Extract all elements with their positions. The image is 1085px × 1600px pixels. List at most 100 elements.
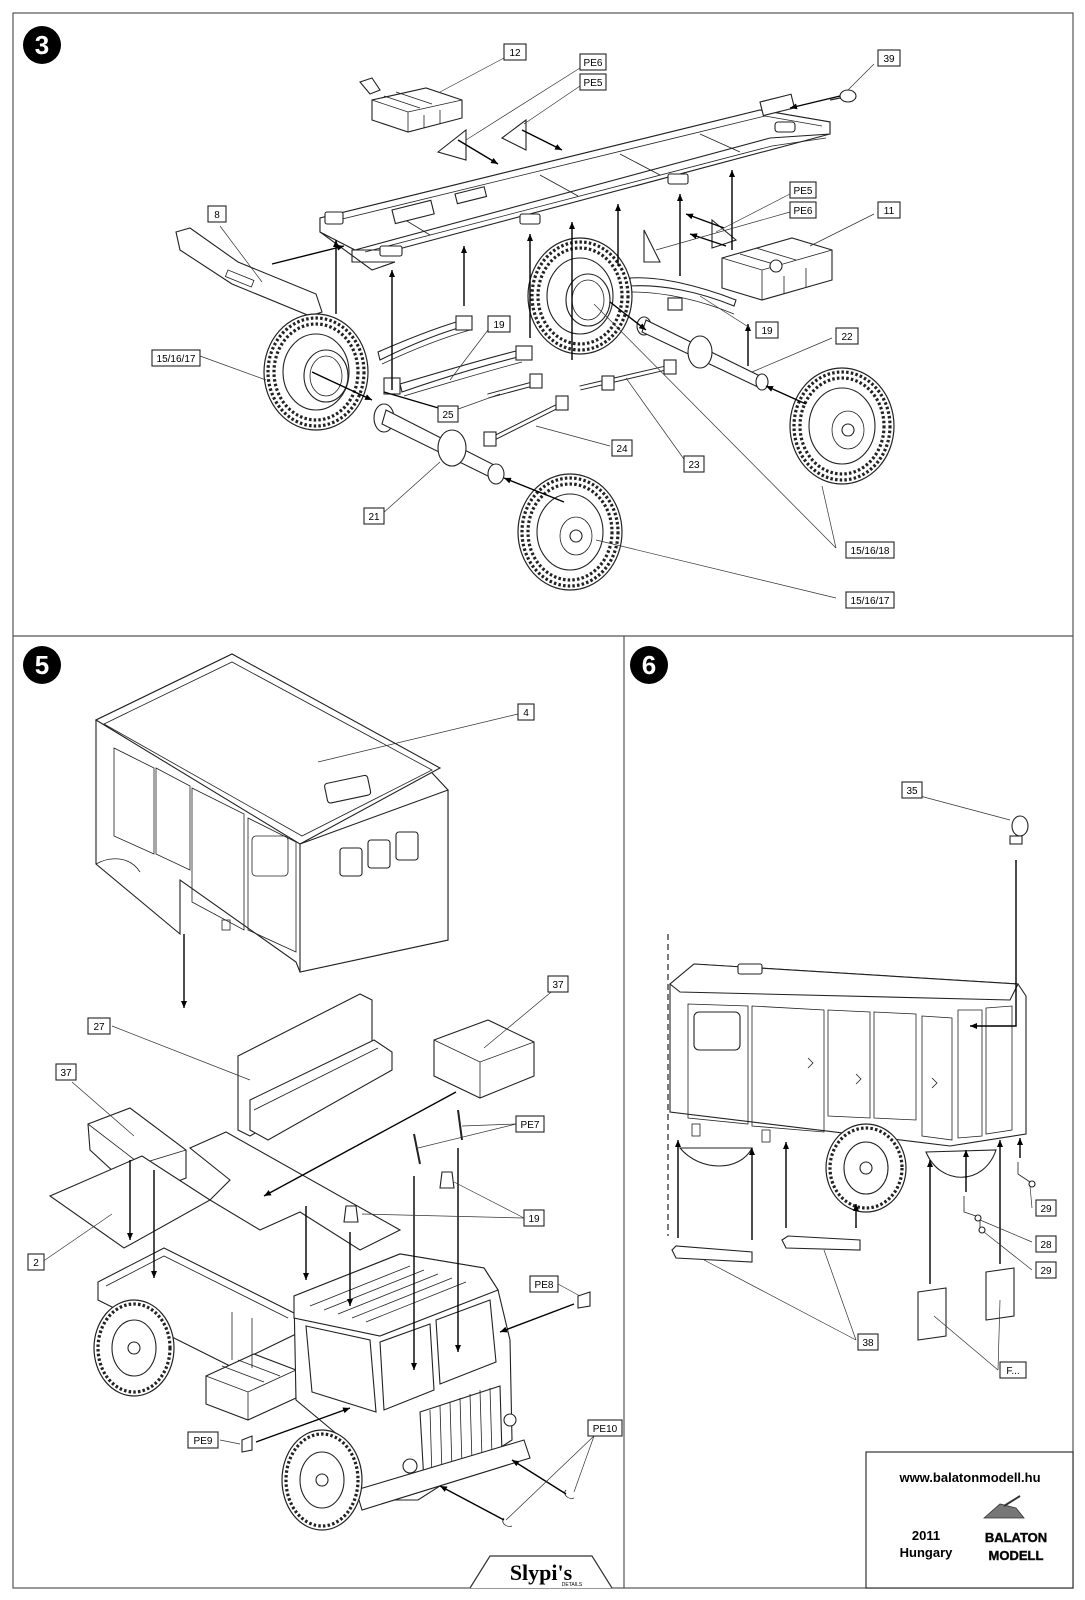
step-5-body-assembly: 4 37 27 37 PE7 2 19 PE8 PE9 PE10	[27, 653, 623, 1531]
part-29-top	[1017, 1162, 1036, 1188]
svg-text:19: 19	[493, 320, 505, 331]
svg-text:38: 38	[862, 1338, 874, 1349]
label-f: F...	[999, 1361, 1027, 1379]
part-pe10	[502, 1489, 575, 1527]
part-29-bottom	[978, 1220, 986, 1234]
brand-name: Slypi's	[510, 1560, 573, 1585]
part-pe7-wipers	[413, 1109, 463, 1165]
chassis-frame	[319, 93, 831, 271]
svg-text:21: 21	[368, 512, 380, 523]
step-3-chassis-assembly: 12 PE6 PE5 39 PE5 PE6 11 8 19 19 22 15/1…	[151, 43, 901, 609]
label-pe6-top: PE6	[579, 53, 607, 71]
country-text: Hungary	[900, 1545, 954, 1560]
label-8: 8	[207, 205, 227, 223]
step-3-badge: 3	[23, 26, 61, 64]
svg-text:MODELL: MODELL	[989, 1548, 1044, 1563]
wheel-front-right	[516, 472, 624, 592]
part-pe9	[241, 1435, 253, 1453]
label-pe5-right: PE5	[789, 181, 817, 199]
svg-text:19: 19	[528, 1214, 540, 1225]
part-pe8	[577, 1291, 591, 1309]
step-3-number: 3	[35, 30, 49, 60]
label-19-rear: 19	[755, 321, 779, 339]
left-wheel-partial	[678, 1147, 753, 1167]
svg-text:PE7: PE7	[521, 1120, 540, 1131]
svg-text:PE5: PE5	[794, 186, 813, 197]
svg-text:11: 11	[884, 206, 895, 217]
label-pe10: PE10	[587, 1419, 623, 1437]
step-6-labels: 35 29 28 29 38 F...	[857, 781, 1057, 1379]
wheel-front-left	[262, 312, 370, 432]
right-wheel-partial	[925, 1149, 997, 1178]
label-23: 23	[683, 455, 705, 473]
label-pe5-top: PE5	[579, 73, 607, 91]
label-15-16-17-right: 15/16/17	[845, 591, 895, 609]
label-15-16-18: 15/16/18	[845, 541, 895, 559]
chassis-with-cab	[93, 1247, 531, 1531]
svg-text:23: 23	[688, 460, 700, 471]
svg-text:PE10: PE10	[593, 1424, 618, 1435]
svg-text:15/16/17: 15/16/17	[157, 354, 196, 365]
svg-text:PE6: PE6	[584, 58, 603, 69]
light-35	[1009, 815, 1029, 845]
brand-sub: DETAILS	[562, 1582, 583, 1588]
balaton-modell-logo: BALATON MODELL	[982, 1495, 1047, 1563]
bench-27	[237, 993, 393, 1141]
pe6-bracket-right	[643, 229, 661, 263]
label-35: 35	[901, 781, 923, 799]
fuel-tank-12	[359, 77, 463, 133]
slypis-brand-tab: Slypi's DETAILS	[469, 1555, 613, 1589]
part-19-lights	[343, 1171, 455, 1223]
label-pe9: PE9	[187, 1431, 219, 1449]
plates-f	[917, 1267, 1015, 1341]
label-pe7: PE7	[515, 1115, 545, 1133]
rear-wheel-6	[825, 1123, 907, 1213]
step-6-number: 6	[642, 650, 656, 680]
part-28	[963, 1196, 982, 1222]
leaf-spring-middle	[399, 345, 533, 397]
body-shell-4	[94, 653, 449, 973]
step-6-badge: 6	[630, 646, 668, 684]
label-38: 38	[857, 1333, 879, 1351]
label-15-16-17-left: 15/16/17	[151, 349, 201, 367]
wheel-rear-left	[526, 236, 634, 356]
svg-text:25: 25	[442, 410, 454, 421]
wheel-rear-right	[788, 366, 896, 486]
block-37-right	[433, 1019, 535, 1099]
footer-info-box: www.balatonmodell.hu 2011 Hungary BALATO…	[865, 1451, 1074, 1589]
svg-text:12: 12	[509, 48, 521, 59]
step-3-leaders	[199, 57, 875, 599]
svg-text:22: 22	[841, 332, 853, 343]
step-5-badge: 5	[23, 646, 61, 684]
label-24: 24	[611, 439, 633, 457]
drive-shaft-25	[487, 373, 543, 399]
svg-text:BALATON: BALATON	[985, 1530, 1047, 1545]
label-pe6-right: PE6	[789, 201, 817, 219]
svg-text:35: 35	[906, 786, 918, 797]
svg-text:PE5: PE5	[584, 78, 603, 89]
label-19: 19	[523, 1209, 545, 1227]
bumper-8	[175, 227, 323, 317]
svg-text:4: 4	[523, 708, 529, 719]
label-2: 2	[27, 1253, 45, 1271]
svg-text:29: 29	[1040, 1266, 1052, 1277]
svg-text:2: 2	[33, 1258, 39, 1269]
leaf-spring-rear	[629, 277, 737, 315]
label-pe8: PE8	[529, 1275, 559, 1293]
label-4: 4	[517, 703, 535, 721]
svg-text:37: 37	[60, 1068, 72, 1079]
rear-body-box	[669, 963, 1027, 1147]
label-19-front: 19	[487, 315, 511, 333]
mudflaps-38	[671, 1235, 861, 1263]
svg-text:PE8: PE8	[535, 1280, 554, 1291]
svg-text:24: 24	[616, 444, 628, 455]
label-37-left: 37	[55, 1063, 77, 1081]
step-5-leaders	[41, 713, 595, 1521]
svg-text:F...: F...	[1006, 1366, 1019, 1377]
label-28: 28	[1035, 1235, 1057, 1253]
label-29-top: 29	[1035, 1199, 1057, 1217]
step-5-labels: 4 37 27 37 PE7 2 19 PE8 PE9 PE10	[27, 703, 623, 1449]
svg-text:PE6: PE6	[794, 206, 813, 217]
